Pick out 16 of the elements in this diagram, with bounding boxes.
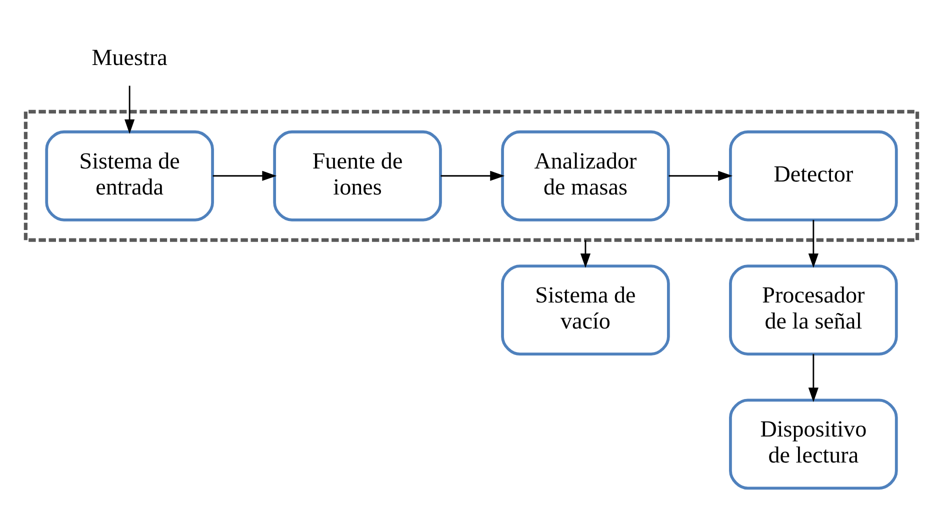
node-box: Dispositivo de lectura — [729, 398, 898, 490]
arrow — [808, 354, 818, 402]
arrow — [212, 170, 277, 181]
arrow — [580, 240, 591, 268]
node-box: Sistema de entrada — [45, 130, 214, 222]
arrow — [808, 220, 818, 268]
node-box: Sistema de vacío — [501, 264, 670, 356]
node-text: Muestra — [92, 44, 168, 70]
arrow — [124, 86, 135, 134]
node-box: Analizador de masas — [501, 130, 670, 222]
arrow — [668, 170, 733, 181]
node-box: Procesador de la señal — [729, 264, 898, 356]
cluster — [24, 110, 920, 242]
node-box: Detector — [729, 130, 898, 222]
node-box: Fuente de iones — [273, 130, 442, 222]
arrow — [440, 170, 505, 181]
